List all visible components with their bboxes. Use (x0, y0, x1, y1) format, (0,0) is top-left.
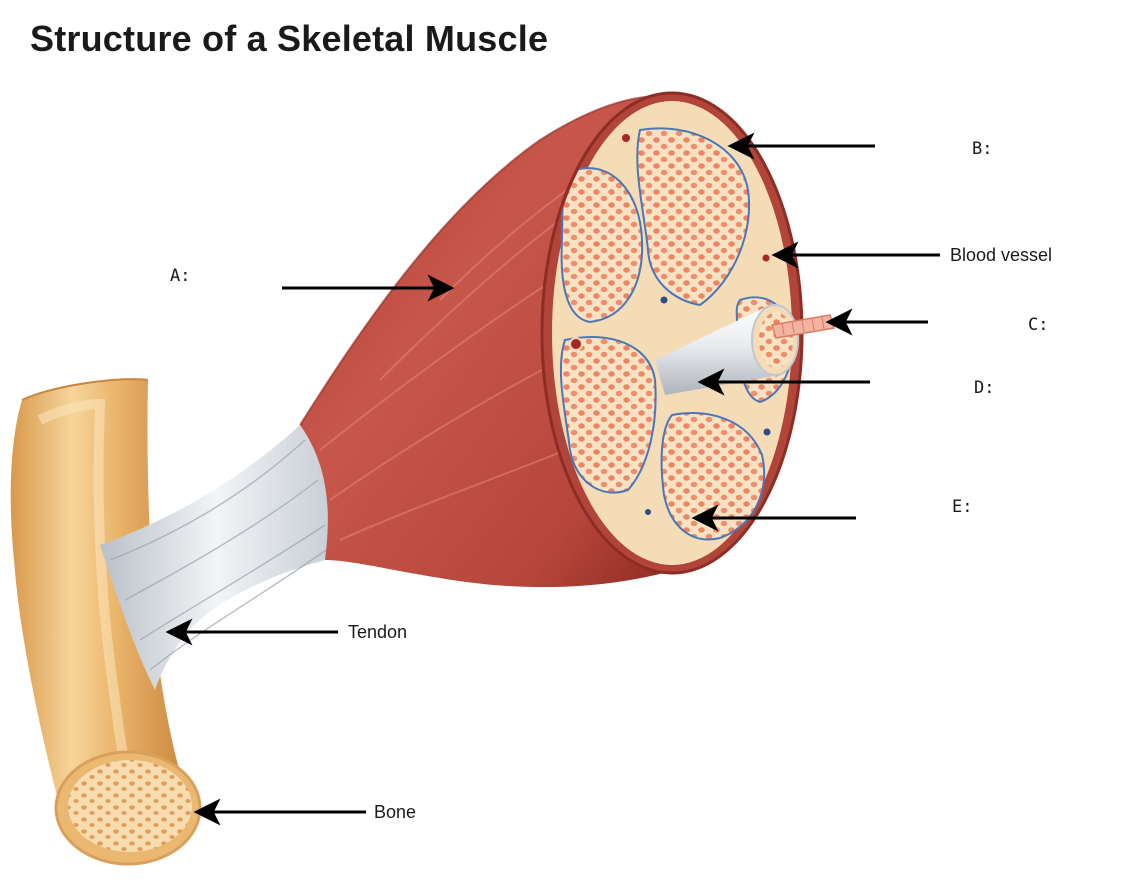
diagram-title: Structure of a Skeletal Muscle (30, 18, 549, 59)
bone-shaft (10, 378, 189, 815)
protruding-bundle (655, 304, 835, 395)
label-a: A: (170, 266, 191, 286)
label-b: B: (972, 139, 993, 159)
bone-cross-section (54, 750, 202, 866)
label-tendon: Tendon (348, 622, 408, 642)
label-d: D: (974, 378, 995, 398)
label-bone: Bone (374, 802, 417, 822)
muscle-cross-section (540, 91, 804, 575)
tendon (100, 425, 333, 690)
label-blood-vessel: Blood vessel (950, 245, 1053, 265)
pointer-arrows (165, 132, 940, 826)
label-c: C: (1028, 315, 1049, 335)
label-e: E: (952, 497, 973, 517)
